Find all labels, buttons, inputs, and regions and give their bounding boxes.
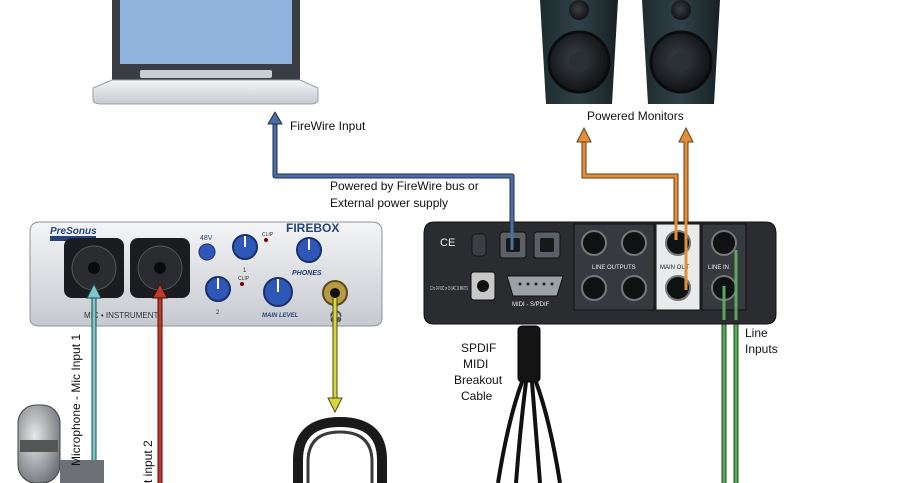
firebox-front-panel: PreSonus FIREBOX MIC • INSTRUMENT 48V 1 … — [29, 221, 383, 327]
speaker-left — [540, 0, 618, 104]
laptop-dock — [140, 70, 272, 78]
phantom-power-button[interactable] — [198, 243, 216, 261]
speaker-right — [642, 0, 720, 104]
spdif-label-line1: SPDIF — [461, 341, 496, 355]
firewire-input-label: FireWire Input — [290, 119, 366, 133]
line-in-jacks: LINE IN — [701, 223, 747, 311]
headphone-arrow — [327, 397, 343, 414]
main-out-right[interactable] — [665, 275, 691, 301]
firewire-port-2[interactable] — [533, 231, 561, 259]
microphone — [17, 404, 104, 483]
main-level-label: MAIN LEVEL — [262, 313, 299, 319]
clip2-label: CLIP — [238, 276, 250, 282]
spdif-label-line2: MIDI — [463, 357, 488, 371]
knob2-label: 2 — [216, 310, 220, 316]
ce-mark: CE — [440, 237, 455, 249]
gain-knob-1[interactable] — [232, 234, 258, 260]
main-out-left[interactable] — [665, 230, 691, 256]
powered-monitors — [540, 0, 720, 104]
mic-instrument-label: MIC • INSTRUMENT — [84, 311, 158, 320]
power-jack[interactable] — [470, 271, 496, 301]
clip1-label: CLIP — [262, 232, 274, 238]
firewire-arrow — [267, 111, 283, 125]
brand-label: PreSonus — [50, 226, 97, 237]
power-label-line1: Powered by FireWire bus or — [330, 179, 479, 193]
laptop-base — [92, 79, 319, 105]
line-output-jacks: LINE OUTPUTS — [573, 223, 655, 311]
laptop — [92, 0, 319, 105]
main-out-label: MAIN OUT — [660, 265, 690, 271]
input2-arrow — [152, 282, 168, 299]
laptop-screen — [120, 0, 292, 64]
input2-label: t input 2 — [141, 440, 155, 483]
knob1-label: 1 — [243, 268, 247, 274]
monitor-arrow-right — [678, 126, 694, 143]
line-out-6[interactable] — [581, 275, 607, 301]
powered-monitors-label: Powered Monitors — [587, 109, 684, 123]
input2-cable — [152, 282, 168, 483]
mic-cable — [86, 282, 102, 470]
headphone-cable — [327, 298, 343, 414]
spdif-label-line3: Breakout — [454, 373, 503, 387]
line-in-3[interactable] — [711, 230, 737, 256]
line-out-4[interactable] — [621, 275, 647, 301]
line-out-5[interactable] — [581, 230, 607, 256]
mic-input1-label: Microphone - Mic Input 1 — [69, 334, 83, 466]
midi-spdif-label: MIDI - S/PDIF — [512, 302, 550, 308]
line-out-3[interactable] — [621, 230, 647, 256]
monitor-arrow-left — [576, 126, 592, 143]
model-label: FIREBOX — [286, 221, 339, 235]
mic-arrow — [86, 282, 102, 299]
line-in-label: LINE IN — [708, 265, 729, 271]
phones-knob[interactable] — [296, 237, 322, 263]
spdif-label-line4: Cable — [461, 389, 493, 403]
midi-spdif-port[interactable] — [506, 275, 564, 297]
power-spec-label: 12 to 24 VDC or 15 VAC 10 WATTS — [430, 286, 468, 292]
phones-label: PHONES — [292, 270, 322, 277]
combo-jack-2[interactable] — [130, 238, 190, 298]
gain-knob-2[interactable] — [205, 276, 231, 302]
line-outputs-label: LINE OUTPUTS — [592, 265, 636, 271]
line-inputs-label-line1: Line — [745, 326, 768, 340]
power-label-line2: External power supply — [330, 196, 448, 210]
breakout-cable — [496, 325, 562, 483]
combo-jack-1[interactable] — [64, 238, 124, 298]
headphones — [293, 416, 387, 483]
line-inputs-label-line2: Inputs — [745, 342, 778, 356]
main-level-knob[interactable] — [263, 277, 293, 307]
main-out-jacks: MAIN OUT — [655, 223, 701, 311]
phantom-label: 48V — [200, 235, 213, 242]
